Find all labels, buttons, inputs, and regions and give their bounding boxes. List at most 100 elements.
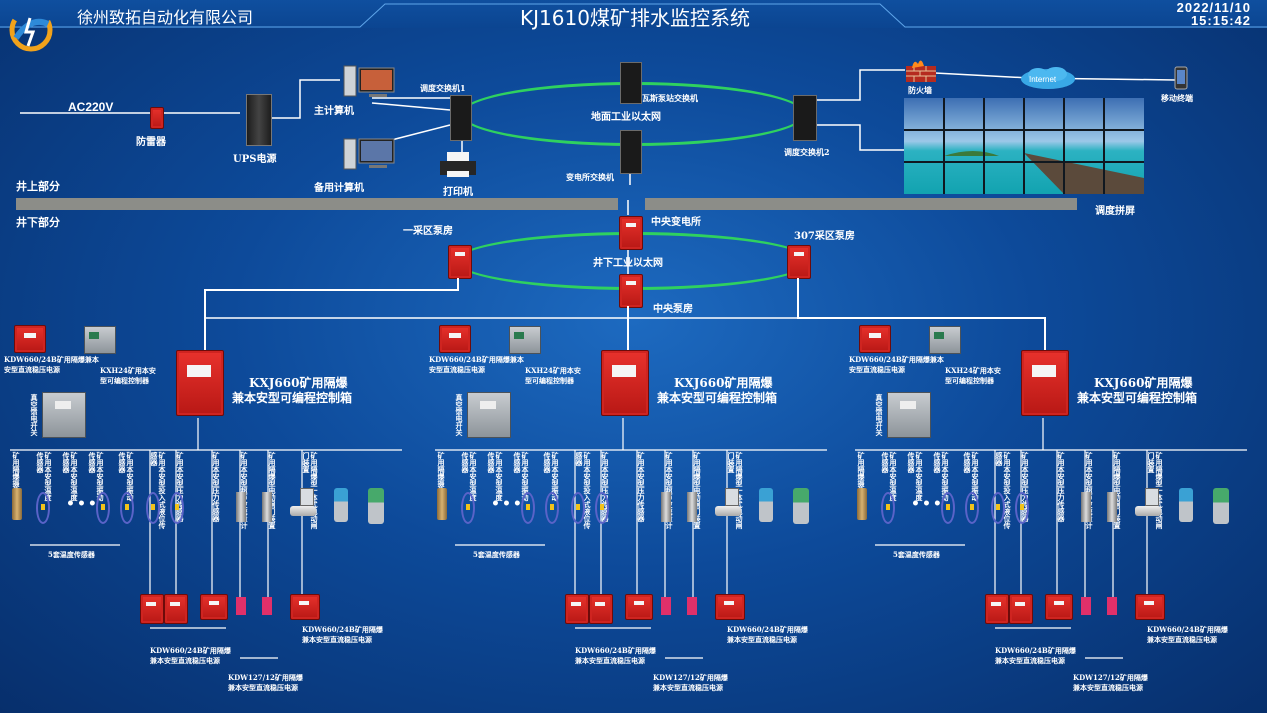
company-logo	[6, 8, 56, 52]
psu-bottom-box[interactable]	[200, 594, 228, 620]
central-substation-node[interactable]	[619, 216, 643, 250]
temperature-sensor-icon[interactable]	[571, 492, 585, 524]
pressure-sensor-icon[interactable]	[1081, 492, 1091, 522]
vacuum-switch-box[interactable]	[467, 392, 511, 438]
sensor-label: 矿用本安型超声波流量计	[1085, 452, 1094, 529]
temperature-sensor-icon[interactable]	[521, 492, 535, 524]
pressure-sensor-icon[interactable]	[262, 492, 272, 522]
pressure-sensor-icon[interactable]	[687, 492, 697, 522]
psu-bottom-box[interactable]	[1045, 594, 1073, 620]
flowmeter-display-icon[interactable]	[725, 488, 739, 506]
camera-icon[interactable]	[857, 488, 867, 520]
temp-group-label: 5套温度传感器	[473, 550, 520, 559]
psu-bottom-box[interactable]	[164, 594, 188, 624]
kdw127-unit-icon[interactable]	[687, 597, 697, 615]
valve-actuator-icon[interactable]	[793, 488, 809, 524]
kdw127-unit-icon[interactable]	[1081, 597, 1091, 615]
valve-actuator-icon[interactable]	[759, 488, 773, 522]
gas-pump-switch[interactable]	[620, 62, 642, 104]
temperature-sensor-icon[interactable]	[881, 492, 895, 524]
temperature-sensor-icon[interactable]	[941, 492, 955, 524]
kdw127-unit-icon[interactable]	[236, 597, 246, 615]
sensor-label: 矿用隔爆摄像仪	[857, 452, 866, 501]
kdw127-label-2: 兼本安型直流稳压电源	[228, 683, 298, 692]
temperature-sensor-icon[interactable]	[545, 492, 559, 524]
valve-actuator-icon[interactable]	[1179, 488, 1193, 522]
firewall-label: 防火墙	[908, 85, 932, 95]
valve-actuator-icon[interactable]	[1213, 488, 1229, 524]
psu-bottom-box[interactable]	[565, 594, 589, 624]
main-control-box[interactable]	[601, 350, 649, 416]
psu-top-label: KDW660/24B矿用隔爆兼本安型直流稳压电源	[4, 355, 99, 374]
pump-area2-node[interactable]	[787, 245, 811, 279]
pump-area1-node[interactable]	[448, 245, 472, 279]
sensor-label: 矿用本安型温度传感器	[36, 452, 53, 501]
temperature-sensor-icon[interactable]	[461, 492, 475, 524]
vacuum-switch-box[interactable]	[42, 392, 86, 438]
backup-computer-label: 备用计算机	[314, 183, 364, 194]
pressure-sensor-icon[interactable]	[1107, 492, 1117, 522]
psu-bottom-box[interactable]	[1009, 594, 1033, 624]
kdw127-unit-icon[interactable]	[262, 597, 272, 615]
psu-right-box[interactable]	[290, 594, 320, 620]
temperature-sensor-icon[interactable]	[965, 492, 979, 524]
central-substation-label: 中央变电所	[651, 217, 701, 228]
mobile-label: 移动终端	[1161, 93, 1193, 103]
title-bar-frame	[0, 3, 1267, 28]
main-control-box[interactable]	[176, 350, 224, 416]
flowmeter-icon[interactable]	[290, 506, 316, 516]
vacuum-switch-label: 真空馈电开关	[455, 394, 464, 436]
temperature-sensor-icon[interactable]	[991, 492, 1005, 524]
temperature-sensor-icon[interactable]	[36, 492, 50, 524]
psu-top-box[interactable]	[14, 325, 46, 353]
temperature-sensor-icon[interactable]	[96, 492, 110, 524]
psu-right-label-2: 兼本安型直流稳压电源	[727, 635, 797, 644]
sensor-label: 矿用本安型投入式液位传感器	[150, 452, 167, 529]
main-control-box[interactable]	[1021, 350, 1069, 416]
central-pump-node[interactable]	[619, 274, 643, 308]
temperature-sensor-icon[interactable]	[1015, 492, 1029, 524]
sensor-label: 矿用本安型压力传感器	[601, 452, 610, 522]
underground-ethernet-label: 井下工业以太网	[593, 258, 663, 269]
psu-right-label-2: 兼本安型直流稳压电源	[302, 635, 372, 644]
kdw127-unit-icon[interactable]	[1107, 597, 1117, 615]
psu-right-box[interactable]	[1135, 594, 1165, 620]
psu-bottom-box[interactable]	[140, 594, 164, 624]
psu-top-box[interactable]	[859, 325, 891, 353]
temperature-sensor-icon[interactable]	[146, 492, 160, 524]
plc-box[interactable]	[929, 326, 961, 354]
pressure-sensor-icon[interactable]	[236, 492, 246, 522]
vacuum-switch-box[interactable]	[887, 392, 931, 438]
substation-switch[interactable]	[620, 130, 642, 174]
psu-bottom-box[interactable]	[625, 594, 653, 620]
psu-right-box[interactable]	[715, 594, 745, 620]
plc-box[interactable]	[84, 326, 116, 354]
flowmeter-icon[interactable]	[1135, 506, 1161, 516]
camera-icon[interactable]	[437, 488, 447, 520]
pressure-sensor-icon[interactable]	[661, 492, 671, 522]
sensor-label: 矿用隔爆型电动闸门装置	[1113, 452, 1122, 529]
psu-bottom-box[interactable]	[589, 594, 613, 624]
sensor-label: 矿用本安型投入式液位传感器	[995, 452, 1012, 529]
dispatch-switch-1[interactable]	[450, 95, 472, 141]
kdw127-label-1: KDW127/12矿用隔爆	[1073, 673, 1148, 682]
dispatch-switch-2-label: 调度交换机2	[784, 147, 830, 157]
ellipsis-dots: •••	[911, 496, 944, 512]
psu-bottom-box[interactable]	[985, 594, 1009, 624]
psu-top-box[interactable]	[439, 325, 471, 353]
valve-actuator-icon[interactable]	[368, 488, 384, 524]
flowmeter-display-icon[interactable]	[300, 488, 314, 506]
temperature-sensor-icon[interactable]	[595, 492, 609, 524]
flowmeter-icon[interactable]	[715, 506, 741, 516]
flowmeter-display-icon[interactable]	[1145, 488, 1159, 506]
camera-icon[interactable]	[12, 488, 22, 520]
valve-actuator-icon[interactable]	[334, 488, 348, 522]
temperature-sensor-icon[interactable]	[170, 492, 184, 524]
plc-box[interactable]	[509, 326, 541, 354]
temperature-sensor-icon[interactable]	[120, 492, 134, 524]
kdw127-unit-icon[interactable]	[661, 597, 671, 615]
dispatch-switch-2[interactable]	[793, 95, 817, 141]
video-wall[interactable]	[904, 98, 1144, 194]
